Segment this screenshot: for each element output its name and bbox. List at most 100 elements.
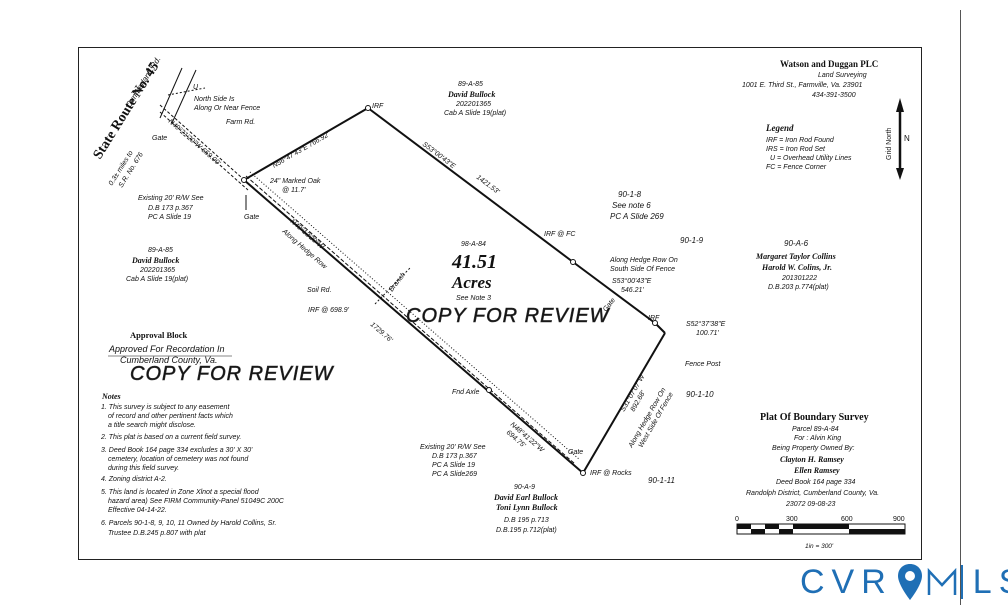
gate-left-label: Gate — [244, 214, 259, 221]
scale-bar — [736, 523, 906, 535]
plat-owner-1: Clayton H. Ramsey — [780, 455, 844, 464]
note-line: during this field survey. — [108, 465, 179, 472]
rw-bot-2: D.B 173 p.367 — [432, 453, 478, 460]
north-arrow-icon — [896, 98, 904, 180]
note-line: Effective 04-14-22. — [108, 507, 167, 514]
plat-for: For : Alvin King — [794, 435, 841, 442]
note-line: cemetery, location of cemetery was not f… — [108, 456, 249, 463]
gate-top-label: Gate — [152, 135, 167, 142]
rw-top-2: D.B 173 p.367 — [148, 205, 194, 212]
notes-title: Notes — [101, 392, 121, 401]
plat-being: Being Property Owned By: — [772, 445, 855, 452]
firm-name: Watson and Duggan PLC — [780, 59, 878, 69]
fnd-axle-label: Fnd Axle — [452, 389, 479, 396]
rw-top-3: PC A Slide 19 — [148, 214, 191, 221]
right-divider — [960, 10, 961, 605]
plat-title: Plat Of Boundary Survey — [760, 412, 869, 423]
logo-right: LS — [972, 562, 1008, 601]
boundary-northeast-line — [367, 107, 574, 263]
boundary-north-line — [243, 107, 369, 181]
logo-m-icon — [927, 567, 957, 597]
note-line: Trustee D.B.245 p.807 with plat — [108, 530, 207, 537]
note-line: 5. This land is located in Zone Xlnot a … — [101, 489, 260, 496]
map-pin-icon — [897, 564, 922, 600]
road-lines — [159, 67, 581, 465]
bearing-1: N49°21'20"W 659.00' — [167, 117, 223, 167]
center-note: See Note 3 — [456, 295, 491, 302]
irf-rocks-label: IRF @ Rocks — [590, 470, 632, 477]
corner-markers — [241, 105, 658, 476]
firm-address: 1001 E. Third St., Farmville, Va. 23901 — [742, 82, 862, 89]
s52-dist: 100.71' — [696, 330, 719, 337]
note-line: of record and other pertinent facts whic… — [108, 413, 233, 420]
marked-oak-1: 24" Marked Oak — [269, 178, 321, 185]
branch-label: Branch — [388, 271, 407, 293]
legend-item: IRS = Iron Rod Set — [766, 146, 826, 153]
parcel-90a9-owner1: David Earl Bullock — [493, 493, 558, 502]
boundary-east-line — [572, 261, 656, 324]
plat-owner-2: Ellen Ramsey — [793, 466, 840, 475]
parcel-90a6-owner1: Margaret Taylor Collins — [755, 252, 836, 261]
note-line: 2. This plat is based on a current field… — [100, 434, 241, 441]
plat-deed: Deed Book 164 page 334 — [776, 479, 856, 486]
legend-item: U = Overhead Utility Lines — [770, 155, 852, 162]
hedge-south-1: Along Hedge Row On — [609, 257, 678, 264]
bearing-2: N56°47'43"E 766.92' — [271, 130, 331, 169]
plat-job: 23072 09-08-23 — [785, 501, 836, 508]
firm-sub: Land Surveying — [818, 72, 867, 79]
plat-border — [78, 47, 922, 560]
boundary-southeast-line — [582, 332, 666, 474]
rw-bot-3: PC A Slide 19 — [432, 462, 475, 469]
note-line: a title search might disclose. — [108, 422, 196, 429]
rw-bot-4: PC A Slide269 — [432, 471, 477, 478]
brand-logo: CVR LS — [800, 560, 1008, 604]
marked-oak-2: @ 11.7' — [282, 187, 306, 194]
top-parcel-cab: Cab A Slide 19(plat) — [444, 110, 506, 117]
note-line: 3. Deed Book 164 page 334 excludes a 30'… — [101, 447, 253, 454]
logo-divider — [960, 565, 963, 599]
north-side-2: Along Or Near Fence — [193, 105, 260, 112]
parcel-901-11-id: 90-1-11 — [648, 476, 675, 485]
parcel-90a9-id: 90-A-9 — [514, 484, 535, 491]
dist-1729: 1729.76' — [369, 321, 394, 344]
top-parcel-owner: David Bullock — [447, 90, 495, 99]
gate-bottom-label: Gate — [568, 449, 583, 456]
scale-tick-0: 0 — [735, 516, 739, 523]
top-parcel-id: 89-A-85 — [458, 81, 483, 88]
parcel-901-8-pc: PC A Slide 269 — [610, 212, 664, 221]
irf-698: IRF @ 698.9' — [308, 307, 350, 314]
approval-title: Approval Block — [130, 330, 188, 340]
parcel-90a6-owner2: Harold W. Colins, Jr. — [761, 263, 832, 272]
hedge-south-2: South Side Of Fence — [610, 266, 675, 273]
notes-list: 1. This survey is subject to any easemen… — [100, 404, 285, 537]
parcel-90a9-db1: D.B 195 p.713 — [504, 517, 549, 524]
boundary-lines — [243, 107, 666, 474]
center-acres: 41.51 — [451, 251, 497, 273]
north-letter: N — [904, 134, 910, 143]
soil-rd-label: Soil Rd. — [307, 287, 332, 294]
scale-tick-3: 900 — [893, 516, 905, 523]
scale-tick-1: 300 — [786, 516, 798, 523]
boundary-southwest-line — [243, 179, 584, 474]
legend-item: FC = Fence Corner — [766, 164, 827, 171]
plat-district: Randolph District, Cumberland County, Va… — [746, 490, 879, 497]
parcel-90a6-id: 90-A-6 — [784, 239, 809, 248]
rw-bot-1: Existing 20' R/W See — [420, 444, 486, 451]
top-parcel-inst: 202201365 — [455, 101, 491, 108]
parcel-90a6-db: D.B.203 p.774(plat) — [768, 284, 829, 291]
bearing-3: S53°00'43"E — [421, 140, 457, 170]
parcel-901-9-id: 90-1-9 — [680, 236, 704, 245]
parcel-90a6-inst: 201301222 — [781, 275, 817, 282]
note-line: 1. This survey is subject to any easemen… — [101, 404, 230, 411]
rw-top-1: Existing 20' R/W See — [138, 195, 204, 202]
route-sub: Cumberland Rd. — [124, 55, 163, 109]
hedge-south-4: 546.21' — [621, 287, 644, 294]
watermark-approval: COPY FOR REVIEW — [130, 363, 335, 385]
irf-fc-label: IRF @ FC — [544, 231, 576, 238]
left-parcel-inst: 202201365 — [139, 267, 175, 274]
parcel-90a9-owner2: Toni Lynn Bullock — [496, 503, 558, 512]
firm-phone: 434-391-3500 — [812, 92, 856, 99]
note-line: 4. Zoning district A-2. — [101, 476, 167, 483]
